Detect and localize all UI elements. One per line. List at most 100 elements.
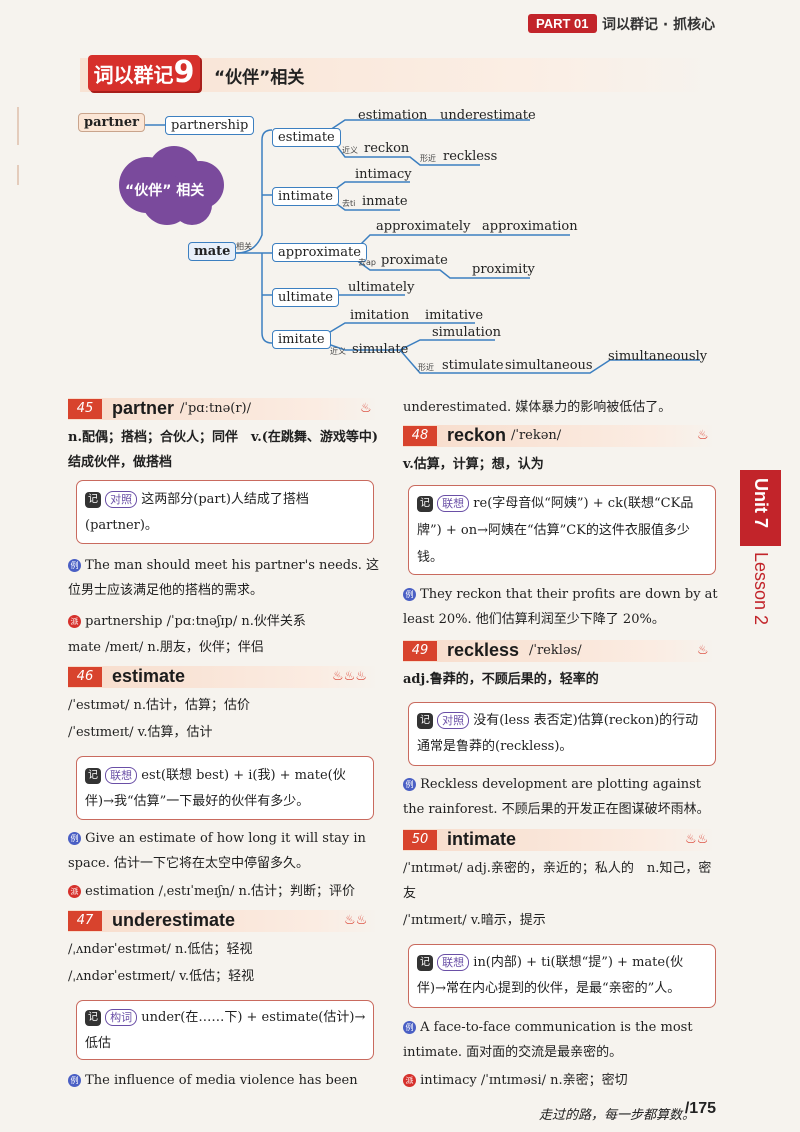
example-text: The man should meet his partner's needs.… [68, 558, 380, 598]
example: 例 The man should meet his partner's need… [68, 553, 380, 603]
memo-box: 记 对照 没有(less 表否定)估算(reckon)的行动通常是鲁莽的(rec… [408, 702, 716, 766]
cloud-label: “伙伴” 相关 [125, 183, 205, 199]
memo-icon: 记 [85, 491, 101, 508]
derivative-icon: 派 [68, 615, 81, 628]
flame-icon: ♨♨♨ [332, 669, 367, 684]
derivative-icon: 派 [68, 885, 81, 898]
example: 例 The influence of media violence has be… [68, 1068, 380, 1093]
entry-46-head: 46 estimate ♨♨♨ [68, 666, 378, 688]
mm-ultimate: ultimate [272, 288, 339, 307]
definition-verb: /ˈɪntɪmeɪt/ v.暗示，提示 [403, 913, 546, 928]
definition-noun: /ˌʌndərˈestɪmət/ n.低估；轻视 [68, 942, 253, 957]
mm-proximate: proximate [381, 253, 448, 268]
entry-45-head: 45 partner /ˈpɑːtnə(r)/ ♨ [68, 398, 378, 420]
side-tab: Unit 7 Lesson 2 [740, 470, 786, 650]
memo-tag: 构词 [105, 1009, 138, 1026]
mm-ultimately: ultimately [348, 280, 415, 295]
derivative-mate: mate /meɪt/ n.朋友，伙伴；伴侣 [68, 640, 264, 655]
entry-number: 46 [68, 667, 102, 687]
memo-text: in(内部) + ti(联想“提”) + mate(伙伴)→常在内心提到的伙伴，… [417, 955, 684, 996]
mm-tag-ap: 去ap [358, 258, 376, 267]
mm-estimate: estimate [272, 128, 341, 147]
derivative-text: partnership /ˈpɑːtnəʃɪp/ n.伙伴关系 [85, 614, 306, 629]
page-number: /175 [684, 1100, 716, 1117]
phonetic: /ˈrekləs/ [529, 643, 582, 658]
entry-number: 47 [68, 911, 102, 931]
mm-imitative: imitative [425, 308, 484, 323]
derivative-text: estimation /ˌestɪˈmeɪʃn/ n.估计；判断；评价 [85, 884, 356, 899]
memo-tag: 对照 [105, 491, 138, 508]
derivative-icon: 派 [403, 1074, 416, 1087]
example-text: The influence of media violence has been [85, 1073, 358, 1088]
example-icon: 例 [68, 559, 81, 572]
memo-text: under(在……下) + estimate(估计)→低估 [85, 1010, 366, 1051]
mm-imitation: imitation [350, 308, 410, 323]
mm-simulation: simulation [432, 325, 502, 340]
mm-approximation: approximation [482, 219, 578, 234]
headword-intimate: intimate [447, 829, 517, 849]
headword-reckless: reckless [447, 640, 520, 660]
memo-text: 这两部分(part)人结成了搭档(partner)。 [85, 492, 309, 533]
definition-noun: /ˈestɪmət/ n.估计，估算；估价 [68, 698, 250, 713]
entry-48-head: 48 reckon /ˈrekən/ ♨ [403, 425, 715, 447]
mm-estimation: estimation [358, 108, 428, 123]
entry-50-head: 50 intimate ♨♨ [403, 829, 715, 851]
mm-approximately: approximately [376, 219, 471, 234]
definition: adj.鲁莽的，不顾后果的，轻率的 [403, 672, 599, 687]
mm-partner: partner [78, 113, 145, 132]
memo-text: est(联想 best) + i(我) + mate(伙伴)→我“估算”一下最好… [85, 768, 346, 809]
mm-tag-link-1: 形近 [420, 154, 436, 163]
derivative: 派 intimacy /ˈɪntɪməsi/ n.亲密；密切 [403, 1068, 718, 1093]
memo-icon: 记 [417, 712, 433, 729]
memo-box: 记 联想 in(内部) + ti(联想“提”) + mate(伙伴)→常在内心提… [408, 944, 716, 1008]
memo-box: 记 对照 这两部分(part)人结成了搭档(partner)。 [76, 480, 374, 544]
footer-motto: 走过的路，每一步都算数。 [538, 1108, 695, 1123]
example-text: A face-to-face communication is the most… [403, 1020, 693, 1060]
flame-icon: ♨ [697, 643, 709, 658]
headword-underestimate: underestimate [112, 910, 236, 930]
flame-icon: ♨ [697, 428, 709, 443]
entry-49-head: 49 reckless /ˈrekləs/ ♨ [403, 640, 715, 662]
memo-tag: 联想 [437, 954, 470, 971]
mm-imitate: imitate [272, 330, 331, 349]
example: 例 Reckless development are plotting agai… [403, 772, 718, 822]
flame-icon: ♨♨ [344, 913, 368, 928]
derivative-text: intimacy /ˈɪntɪməsi/ n.亲密；密切 [420, 1073, 628, 1088]
mm-intimate: intimate [272, 187, 339, 206]
mm-root-tag: 相关 [236, 242, 252, 251]
headword-reckon: reckon [447, 425, 507, 445]
lesson-label: Lesson 2 [751, 552, 771, 626]
phonetic: /ˈrekən/ [511, 428, 562, 443]
group-badge: 词以群记9 [88, 55, 200, 91]
entry-number: 50 [403, 830, 437, 850]
mm-reckon: reckon [364, 141, 410, 156]
mm-tag-syn-2: 近义 [330, 347, 346, 356]
mm-underestimate: underestimate [440, 108, 536, 123]
example-icon: 例 [68, 832, 81, 845]
memo-box: 记 联想 re(字母音似“阿姨”) + ck(联想“CK品牌”) + on→阿姨… [408, 485, 716, 575]
derivative: 派 partnership /ˈpɑːtnəʃɪp/ n.伙伴关系 [68, 609, 380, 634]
part-badge: PART 01 [528, 14, 597, 33]
memo-icon: 记 [85, 1009, 101, 1026]
mm-simultaneously: simultaneously [608, 349, 708, 364]
memo-tag: 联想 [105, 767, 138, 784]
mm-approximate: approximate [272, 243, 367, 262]
example-icon: 例 [403, 1021, 416, 1034]
memo-icon: 记 [417, 495, 433, 512]
mm-partnership: partnership [165, 116, 255, 135]
example-text: They reckon that their profits are down … [403, 587, 718, 627]
memo-tag: 对照 [437, 712, 470, 729]
mm-proximity: proximity [472, 262, 535, 277]
flame-icon: ♨♨ [685, 832, 709, 847]
example-continued: underestimated. 媒体暴力的影响被低估了。 [403, 400, 672, 415]
example-text: Give an estimate of how long it will sta… [68, 831, 366, 871]
mm-simultaneous: simultaneous [505, 358, 593, 373]
entry-number: 48 [403, 426, 437, 446]
example-icon: 例 [68, 1074, 81, 1087]
entry-47-head: 47 underestimate ♨♨ [68, 910, 378, 932]
mm-tag-link-2: 形近 [418, 363, 434, 372]
definition: v.估算，计算；想，认为 [403, 457, 544, 472]
mm-reckless: reckless [443, 149, 498, 164]
headword-estimate: estimate [112, 666, 186, 686]
